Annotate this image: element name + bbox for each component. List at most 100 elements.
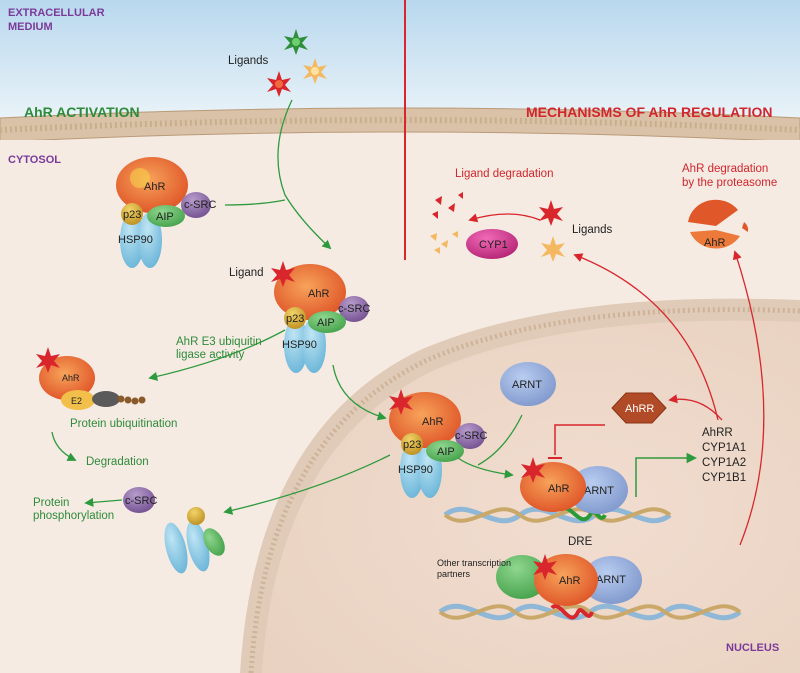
ligand-green-star [284, 29, 308, 55]
hsp90-b [138, 212, 162, 268]
dna-strand-upper [443, 506, 672, 524]
ahr-label-1: AhR [144, 181, 165, 193]
ahr-proteasome-fragments [688, 199, 749, 249]
ligands-top-label: Ligands [228, 55, 269, 67]
ligand-peach-star [303, 58, 327, 84]
hsp90-label-1: HSP90 [118, 234, 153, 246]
hsp90-label-2: HSP90 [282, 339, 317, 351]
csrc-label-3: c-SRC [455, 430, 487, 442]
aip-shape-2 [308, 311, 346, 333]
ahr-label-lower: AhR [559, 575, 580, 587]
aip-label-1: AIP [156, 211, 174, 223]
arrow-ligand-entry [277, 99, 332, 250]
hsp90-c [284, 317, 308, 373]
csrc-label-1: c-SRC [184, 199, 216, 211]
ahr-label-2: AhR [308, 288, 329, 300]
p23-shape-2 [284, 307, 306, 329]
cyp1-label: CYP1 [479, 239, 508, 251]
csrc-label-2: c-SRC [338, 303, 370, 315]
protein-ubiquitination-label: Protein ubiquitination [70, 418, 177, 430]
ligand-degradation-label: Ligand degradation [455, 168, 553, 180]
arrow-to-nucleus [332, 364, 387, 421]
degradation-label: Degradation [86, 456, 149, 468]
p23-shape-3 [401, 433, 423, 455]
hsp90-label-3: HSP90 [398, 464, 433, 476]
ahr-label-3: AhR [422, 416, 443, 428]
dre-label: DRE [568, 536, 593, 548]
arrow-arnt-dimerization [477, 414, 523, 466]
ahr-shape-2 [274, 264, 346, 320]
cell-membrane [0, 107, 800, 143]
arrow-to-degradation [51, 431, 77, 461]
degraded-ligand-fragments [430, 192, 463, 254]
csrc-shape-2 [339, 296, 369, 322]
ligand-red-star-right [539, 200, 563, 226]
cytosol-label: CYTOSOL [8, 154, 61, 166]
cyp1-enzyme [466, 229, 518, 259]
arrow-cyp-feedback [573, 253, 719, 421]
arrow-to-phosphorylation [84, 497, 123, 507]
arrow-to-dna-complex [457, 457, 514, 479]
header-ahr-regulation: MECHANISMS OF AhR REGULATION [526, 104, 773, 120]
bound-ligand-star-lower [533, 554, 557, 580]
ahr-e3-complex: AhR E2 [36, 347, 146, 410]
ahr-label-proteasome: AhR [704, 237, 725, 249]
bound-ligand-star-e3 [36, 347, 60, 373]
arnt-label-dna: ARNT [584, 485, 614, 497]
aip-label-3: AIP [437, 446, 455, 458]
ahrr-hexagon [611, 392, 667, 424]
membrane-texture [0, 117, 800, 133]
arnt-lower [582, 556, 642, 604]
ahr-complex-ligand-bound: HSP90 AhR c-SRC AIP p23 [271, 261, 370, 373]
bound-ligand-star-dna [521, 457, 545, 483]
ligands-right-label: Ligands [572, 224, 613, 236]
hsp90-e [400, 442, 424, 498]
ahr-complex-nuclear: HSP90 AhR c-SRC AIP p23 [389, 389, 487, 498]
ahr-label-dna: AhR [548, 483, 569, 495]
nucleus-label: NUCLEUS [726, 642, 779, 654]
arrow-transcription [635, 452, 698, 497]
aip-shape-3 [426, 440, 464, 462]
arrow-ligand-to-degradation [468, 213, 541, 223]
arrow-complex1-to-complex2 [224, 199, 286, 206]
ahr-shape-e3 [39, 356, 95, 400]
arnt-free [500, 362, 556, 406]
csrc-released [123, 487, 155, 513]
arrow-ahrr-feedback [668, 394, 723, 421]
ligand-label: Ligand [229, 267, 264, 279]
p23-shape-1 [121, 203, 143, 225]
csrc-label-released: c-SRC [125, 495, 157, 507]
bound-ligand-star-2 [271, 261, 295, 287]
aip-shape-1 [147, 205, 185, 227]
ligand-peach-star-right [541, 236, 565, 262]
arrow-e3-ligase [148, 329, 286, 381]
csrc-shape-3 [455, 423, 485, 449]
arrow-chaperone-release [223, 454, 391, 515]
header-ahr-activation: AhR ACTIVATION [24, 104, 140, 120]
partner-protein [496, 555, 548, 599]
nuclear-envelope-texture [248, 307, 800, 673]
aip-label-2: AIP [317, 317, 335, 329]
dre-highlight [558, 505, 607, 522]
hsp90-a [120, 212, 144, 268]
ahrr-label-hex: AhRR [625, 403, 654, 415]
e2-shape [61, 390, 95, 410]
p23-label-3: p23 [403, 439, 421, 451]
csrc-shape-1 [181, 192, 211, 218]
released-chaperones [164, 507, 225, 574]
p23-label-1: p23 [123, 209, 141, 221]
arnt-label-free: ARNT [512, 379, 542, 391]
ahr-complex-inactive: HSP90 AhR c-SRC AIP p23 [116, 157, 216, 268]
p23-label-2: p23 [286, 313, 304, 325]
arrow-proteasome-feedback [732, 250, 765, 546]
ubiquitin-chain [117, 395, 146, 405]
e2-label: E2 [71, 396, 82, 406]
ligand-red-star [267, 71, 291, 97]
